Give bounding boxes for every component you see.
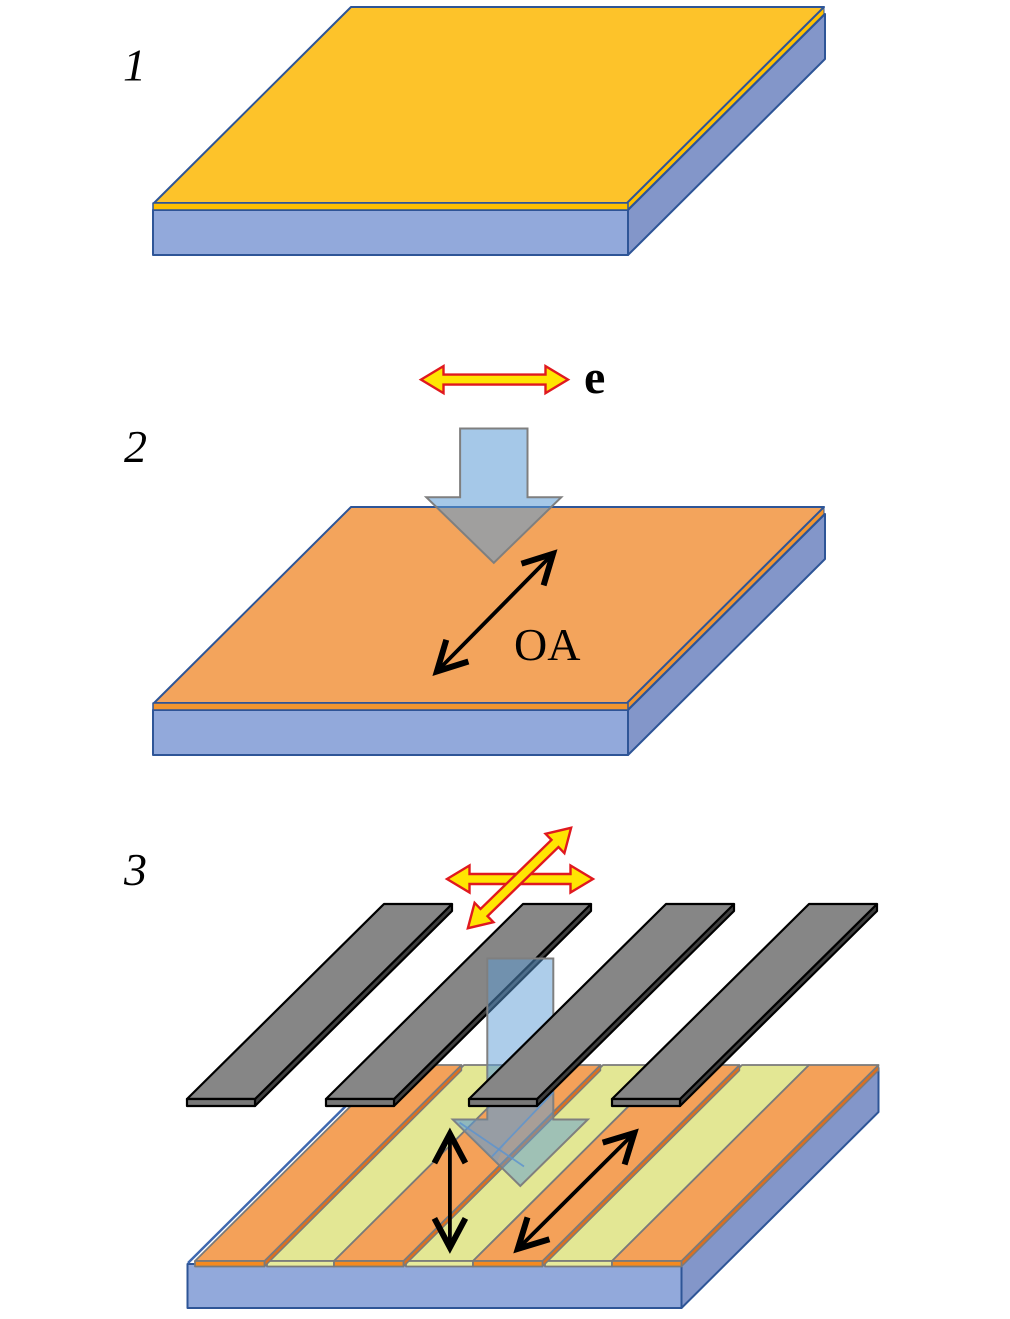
svg-text:1: 1 (123, 40, 146, 91)
svg-text:2: 2 (124, 421, 147, 472)
svg-text:3: 3 (123, 844, 147, 895)
svg-text:e: e (584, 351, 605, 404)
svg-text:OA: OA (514, 619, 580, 670)
